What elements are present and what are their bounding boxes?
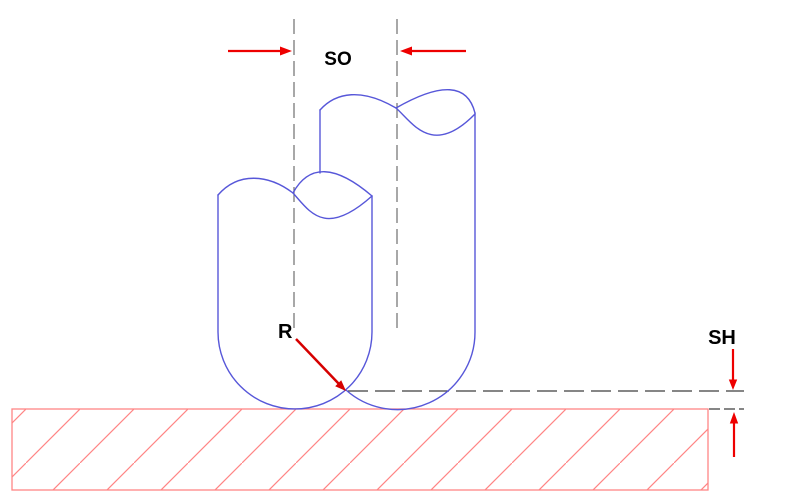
arrow-right-icon	[280, 46, 292, 56]
tool-pass-1-outline	[217, 194, 373, 410]
arrow-diagonal-icon	[335, 380, 346, 391]
arrow-up-icon	[729, 412, 739, 424]
radius-label: R	[278, 321, 293, 343]
radius-arrow	[295, 338, 346, 391]
stepover-arrow-right	[400, 46, 466, 56]
stepover-arrow-left	[228, 46, 292, 56]
arrow-down-icon	[728, 379, 738, 390]
scallop-height-label: SH	[708, 327, 736, 349]
tool-pass-1-top-back-rim	[292, 171, 373, 197]
scallop-arrow-up	[729, 412, 739, 457]
tool-pass-2-top-back-rim	[395, 88, 476, 114]
workpiece-cross-section	[11, 408, 709, 491]
scallop-arrow-down	[728, 349, 738, 390]
tool-pass-2-outline	[345, 112, 476, 411]
stepover-label: SO	[324, 49, 351, 70]
tool-pass-1-top-front-rim	[217, 177, 373, 220]
arrow-left-icon	[400, 46, 412, 56]
